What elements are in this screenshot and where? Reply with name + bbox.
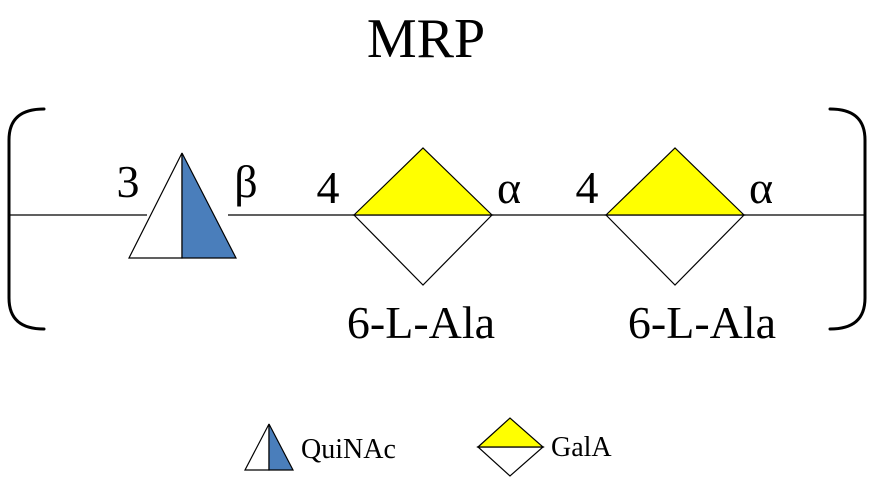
- legend-label-gala: GalA: [551, 432, 612, 463]
- gala-2-top-half: [604, 147, 746, 216]
- gala-2-substituent: 6-L-Ala: [628, 297, 776, 348]
- quinac-half-triangle-icon: [244, 423, 294, 471]
- gala-1-anomer: α: [497, 162, 521, 213]
- gala-residue-1: [352, 147, 494, 286]
- quinac-anomer: β: [234, 156, 257, 207]
- gala-1-linkage-position: 4: [317, 162, 340, 213]
- diagram-title: MRP: [367, 8, 485, 70]
- gala-1-top-half: [352, 147, 494, 216]
- quinac-residue: [128, 152, 237, 259]
- legend-label-quinac: QuiNAc: [301, 434, 396, 465]
- gala-1-substituent: 6-L-Ala: [347, 297, 495, 348]
- right-repeat-bracket: [828, 107, 867, 331]
- legend: QuiNAc GalA: [244, 417, 612, 477]
- gala-2-linkage-position: 4: [576, 162, 599, 213]
- quinac-right-half: [181, 152, 237, 259]
- gala-2-bottom-half: [604, 214, 746, 286]
- gala-diamond-icon: [476, 417, 545, 477]
- gala-2-anomer: α: [749, 162, 773, 213]
- quinac-linkage-position: 3: [117, 156, 140, 207]
- left-repeat-bracket: [7, 107, 46, 331]
- gala-residue-2: [604, 147, 746, 286]
- gala-1-bottom-half: [352, 214, 494, 286]
